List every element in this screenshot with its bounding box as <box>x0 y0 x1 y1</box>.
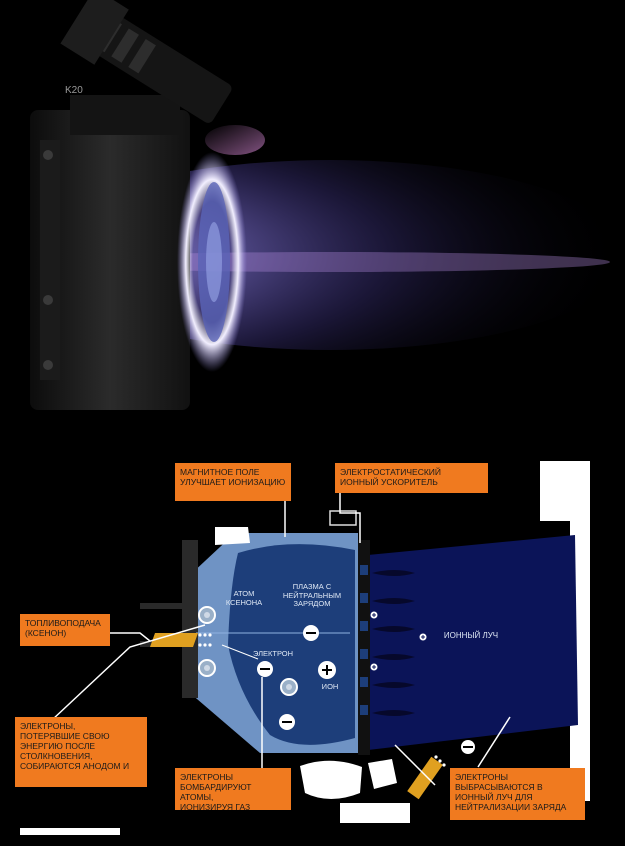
label-text: БОМБАРДИРУЮТ АТОМЫ, <box>180 782 286 802</box>
label-text: (КСЕНОН) <box>25 628 105 638</box>
label-electrons-ejected: ЭЛЕКТРОНЫ ВЫБРАСЫВАЮТСЯ В ИОННЫЙ ЛУЧ ДЛЯ… <box>450 768 585 820</box>
label-text: УЛУЧШАЕТ ИОНИЗАЦИЮ <box>180 477 286 487</box>
xenon-atom-top <box>199 607 215 623</box>
xenon-atom-center <box>281 679 297 695</box>
label-text: ЭЛЕКТРОСТАТИЧЕСКИЙ <box>340 467 483 477</box>
electron-particle <box>257 661 273 677</box>
electron-label: ЭЛЕКТРОН <box>250 650 296 659</box>
label-fuel-supply: ТОПЛИВОПОДАЧА (КСЕНОН) <box>20 614 110 646</box>
label-text: ЭЛЕКТРОНЫ <box>180 772 286 782</box>
electron-particle <box>279 714 295 730</box>
label-text: СТОЛКНОВЕНИЯ, <box>20 751 142 761</box>
label-text: ТОПЛИВОПОДАЧА <box>25 618 105 628</box>
fuel-inlet <box>150 633 198 647</box>
ion-particle <box>318 661 336 679</box>
electron-particle <box>461 740 475 754</box>
label-electrostatic-accelerator: ЭЛЕКТРОСТАТИЧЕСКИЙ ИОННЫЙ УСКОРИТЕЛЬ <box>335 463 488 493</box>
label-text: ИОННЫЙ ЛУЧ ДЛЯ <box>455 792 580 802</box>
label-text: ЭНЕРГИЮ ПОСЛЕ <box>20 741 142 751</box>
xenon-atom-bottom <box>199 660 215 676</box>
label-text: НЕЙТРАЛИЗАЦИИ ЗАРЯДА <box>455 802 580 812</box>
label-electrons-bombard: ЭЛЕКТРОНЫ БОМБАРДИРУЮТ АТОМЫ, ИОНИЗИРУЯ … <box>175 768 291 810</box>
label-text: СОБИРАЮТСЯ АНОДОМ И <box>20 761 142 771</box>
label-text: МАГНИТНОЕ ПОЛЕ <box>180 467 286 477</box>
ion-label: ИОН <box>318 683 342 692</box>
label-text: ВЫБРАСЫВАЮТСЯ В <box>455 782 580 792</box>
ion-thruster-photo: K20 <box>0 0 625 455</box>
label-text: ИОНИЗИРУЯ ГАЗ <box>180 802 286 812</box>
scale-bar <box>20 828 120 835</box>
label-text: ИОННЫЙ ЛУЧ <box>444 631 498 640</box>
label-text: ИОННЫЙ УСКОРИТЕЛЬ <box>340 477 483 487</box>
ion-beam-label: ИОННЫЙ ЛУЧ <box>438 632 504 641</box>
label-text: ПОТЕРЯВШИЕ СВОЮ <box>20 731 142 741</box>
label-text: ИОН <box>322 682 339 691</box>
ion-beam <box>368 535 578 750</box>
electron-particle <box>303 625 319 641</box>
label-text: ЭЛЕКТРОНЫ, <box>20 721 142 731</box>
camera-marking: K20 <box>65 85 83 96</box>
label-text: ЭЛЕКТРОНЫ <box>455 772 580 782</box>
label-magnetic-field: МАГНИТНОЕ ПОЛЕ УЛУЧШАЕТ ИОНИЗАЦИЮ <box>175 463 291 501</box>
xenon-atom-label: АТОМ КСЕНОНА <box>224 590 264 607</box>
plasma-label: ПЛАЗМА С НЕЙТРАЛЬНЫМ ЗАРЯДОМ <box>282 583 342 609</box>
label-text: ЭЛЕКТРОН <box>253 649 293 658</box>
label-text: ЗАРЯДОМ <box>294 599 331 608</box>
label-text: КСЕНОНА <box>226 598 262 607</box>
label-electrons-lost-energy: ЭЛЕКТРОНЫ, ПОТЕРЯВШИЕ СВОЮ ЭНЕРГИЮ ПОСЛЕ… <box>15 717 147 787</box>
